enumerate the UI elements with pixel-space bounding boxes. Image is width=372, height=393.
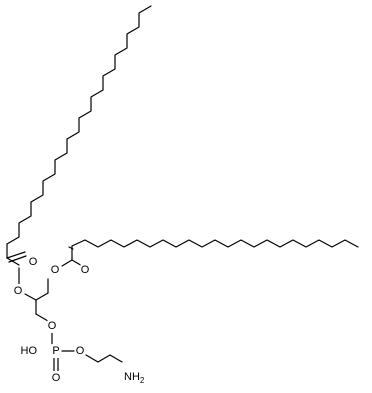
atom-o-phosphoryl-background (51, 371, 61, 385)
atom-oh-phosphate: HO (21, 344, 38, 358)
atom-phosphorus: P (51, 344, 61, 358)
bond-c3-to-o (35, 313, 49, 322)
atom-o-ester-sn1: O (50, 263, 60, 277)
bond-layer (6, 5, 359, 373)
atom-oh-phosphate-background (21, 344, 37, 358)
sn2-acyl-chain (6, 5, 152, 245)
atom-o-phosphoryl: O (51, 371, 61, 385)
bond-c2-to-c1 (35, 292, 49, 301)
atom-o-phosphate-bridge: O (47, 319, 57, 333)
bond-o-to-c2 (24, 293, 37, 301)
atom-amine-text: NH2 (124, 371, 145, 385)
atom-o-ester-sn2: O (13, 284, 23, 298)
atom-o-phosphate-bridge-text: O (48, 320, 57, 332)
atom-oh-phosphate-text: HO (21, 345, 38, 357)
bond-o-to-ca (85, 354, 99, 363)
atom-amine-background (123, 370, 139, 384)
atom-o-phosphoryl-text: O (52, 372, 61, 384)
atom-o-ethyl: O (75, 344, 85, 358)
atom-o-ester-sn1-text: O (51, 264, 60, 276)
atom-o-phosphate-bridge-background (47, 319, 57, 333)
sn1-acyl-chain (71, 239, 359, 248)
atom-o-carbonyl-sn2-background (28, 255, 38, 269)
bond-ca-to-cb (97, 354, 111, 363)
bond-carbonyl (6, 251, 26, 259)
atom-o-ethyl-background (75, 344, 85, 358)
bond-carbonyl-double (8, 255, 27, 263)
atom-o-carbonyl-sn1-background (80, 263, 90, 277)
atom-amine: NH2 (123, 370, 145, 385)
bond-carbonyl-carbon-to-ester-o (6, 257, 20, 266)
atom-amine-subscript: 2 (140, 376, 145, 385)
bond-cb-to-n (109, 354, 123, 363)
atom-o-ethyl-text: O (76, 345, 85, 357)
atom-phosphorus-background (51, 344, 61, 358)
atom-o-ester-sn2-text: O (14, 285, 23, 297)
atom-o-carbonyl-sn2: O (28, 255, 38, 269)
atom-o-carbonyl-sn2-text: O (29, 256, 38, 268)
bond-o-to-carbonyl-sn1 (61, 259, 73, 267)
atom-o-ester-sn1-background (50, 263, 60, 277)
atom-o-carbonyl-sn1: O (80, 263, 90, 277)
atom-o-carbonyl-sn1-text: O (81, 264, 90, 276)
bond-sn1-c-carbon (68, 246, 74, 250)
atom-o-ester-sn2-background (13, 284, 23, 298)
atom-layer: O O O O O P HO O O NH2 (13, 255, 145, 385)
atom-phosphorus-text: P (52, 345, 59, 357)
